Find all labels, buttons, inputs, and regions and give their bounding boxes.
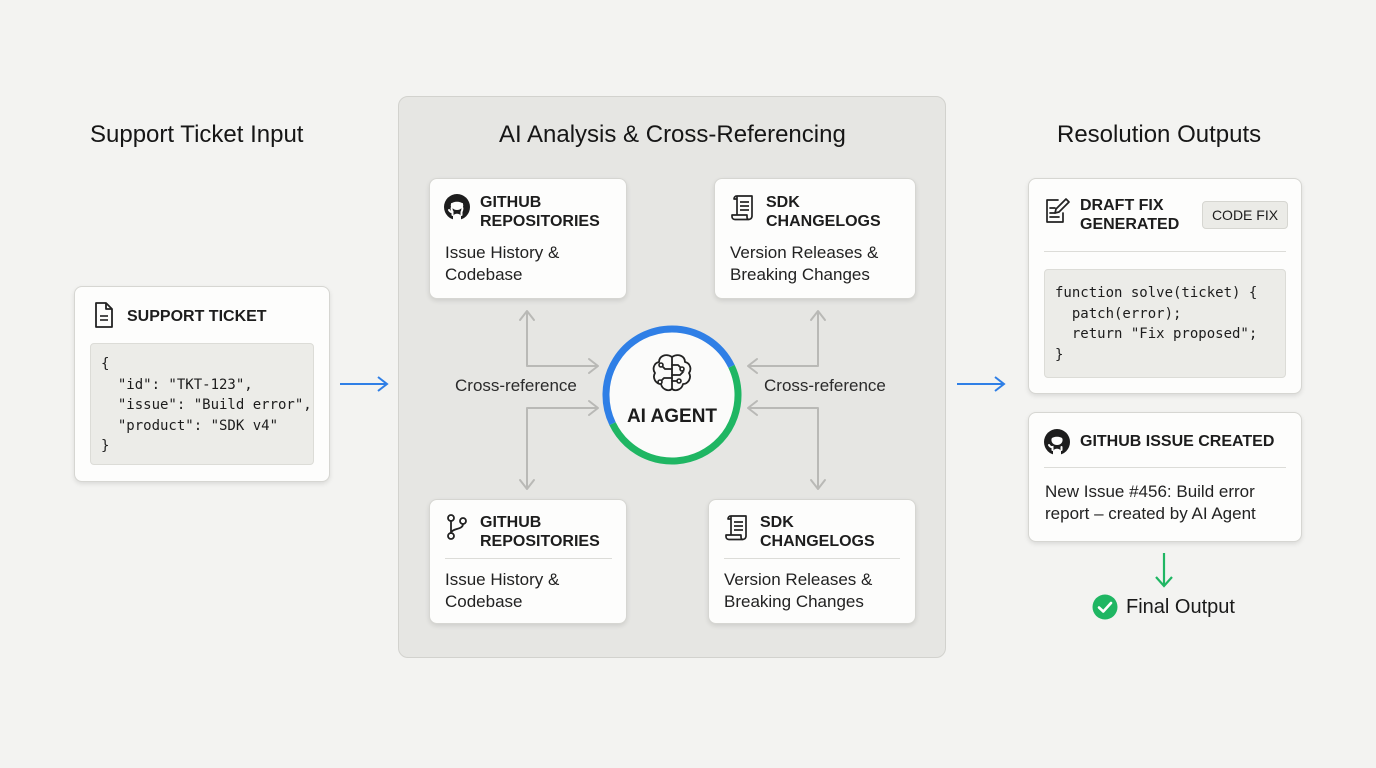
github-repositories-header-bottom: GITHUB REPOSITORIES [444, 513, 600, 551]
github-repositories-header-top: GITHUB REPOSITORIES [444, 193, 600, 231]
down-arrow-icon [1153, 551, 1175, 589]
cross-reference-label-right: Cross-reference [764, 376, 886, 396]
check-circle-icon [1092, 594, 1118, 620]
code-line: } [1055, 345, 1285, 366]
github-repositories-text-top: Issue History & Codebase [445, 242, 559, 286]
cross-reference-label-left: Cross-reference [455, 376, 577, 396]
github-issue-title: GITHUB ISSUE CREATED [1080, 432, 1274, 451]
final-output-label: Final Output [1126, 596, 1235, 619]
card-divider [445, 558, 612, 559]
draft-fix-header: DRAFT FIX GENERATED [1044, 196, 1179, 234]
edit-document-icon [1044, 196, 1070, 224]
sdk-changelogs-text-top: Version Releases & Breaking Changes [730, 242, 878, 286]
github-repositories-title-top: GITHUB REPOSITORIES [480, 193, 600, 231]
scroll-icon [730, 193, 756, 221]
sdk-changelogs-title-top: SDK CHANGELOGS [766, 193, 881, 231]
code-line: patch(error); [1055, 304, 1285, 325]
github-repositories-title-bottom: GITHUB REPOSITORIES [480, 513, 600, 551]
card-divider [724, 558, 900, 559]
sdk-changelogs-title-bottom: SDK CHANGELOGS [760, 513, 875, 551]
scroll-icon [724, 513, 750, 541]
code-line: function solve(ticket) { [1055, 283, 1285, 304]
ai-agent-ring [600, 323, 744, 467]
code-line: return "Fix proposed"; [1055, 324, 1285, 345]
sdk-changelogs-header-top: SDK CHANGELOGS [730, 193, 881, 231]
final-output: Final Output [1092, 594, 1235, 620]
git-branch-icon [444, 513, 470, 541]
github-issue-text: New Issue #456: Build error report – cre… [1045, 481, 1256, 525]
sdk-changelogs-header-bottom: SDK CHANGELOGS [724, 513, 875, 551]
code-fix-badge: CODE FIX [1202, 201, 1288, 229]
sdk-changelogs-text-bottom: Version Releases & Breaking Changes [724, 569, 872, 613]
github-issue-header: GITHUB ISSUE CREATED [1044, 428, 1274, 456]
draft-fix-code-block: function solve(ticket) { patch(error); r… [1044, 269, 1286, 378]
brain-circuit-icon [650, 351, 694, 395]
ai-agent-label: AI AGENT [600, 406, 744, 428]
github-icon [1044, 428, 1070, 456]
draft-fix-title: DRAFT FIX GENERATED [1080, 196, 1179, 234]
card-divider [1044, 467, 1286, 468]
card-divider [1044, 251, 1286, 252]
github-repositories-text-bottom: Issue History & Codebase [445, 569, 559, 613]
github-icon [444, 193, 470, 221]
